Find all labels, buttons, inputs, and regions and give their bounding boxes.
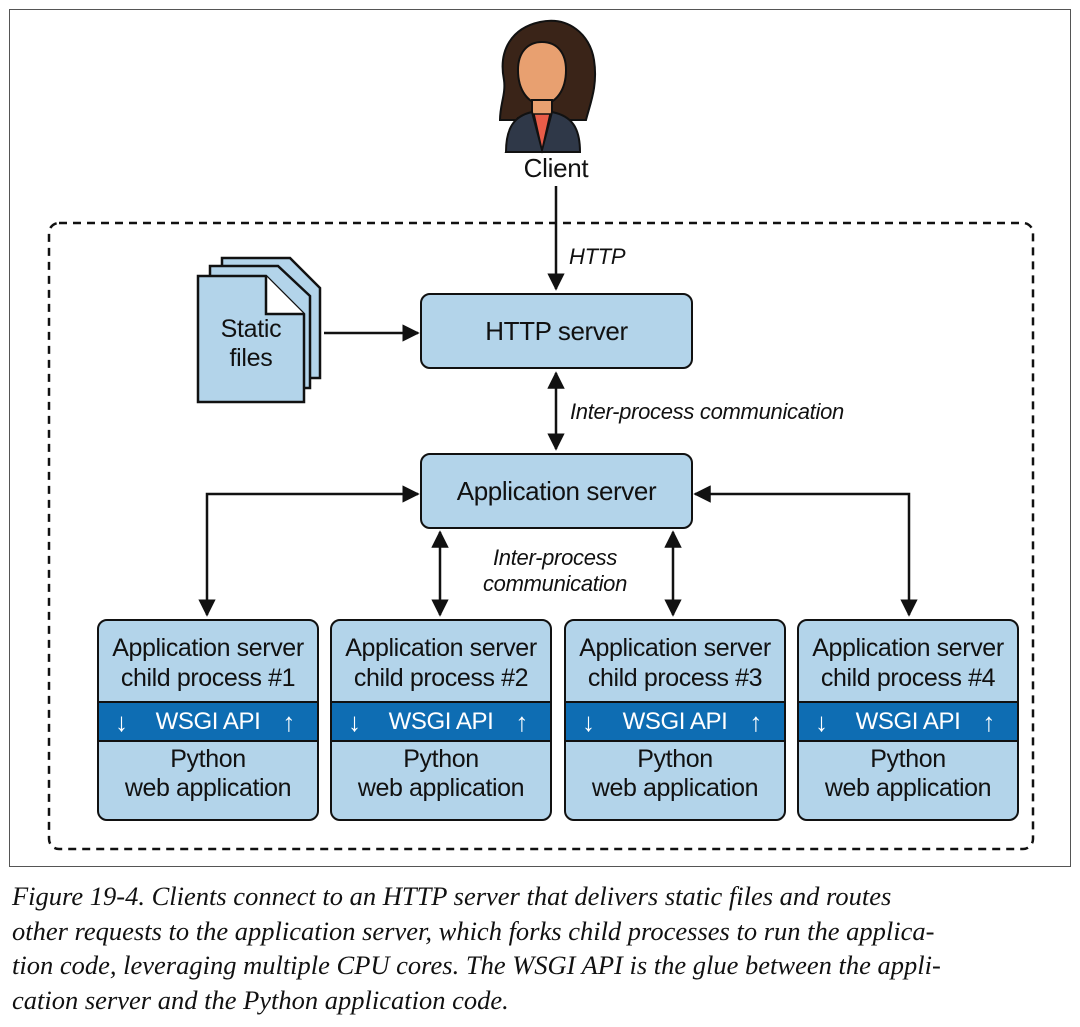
arrow-down-icon: ↓ — [115, 707, 128, 737]
arrow-up-icon: ↑ — [515, 707, 528, 737]
python-app-label: Python web application — [566, 745, 784, 803]
arrow-up-icon: ↑ — [749, 707, 762, 737]
child-process-node: Application server child process #3 ↓ WS… — [564, 619, 786, 821]
caption-line: other requests to the application server… — [12, 915, 935, 946]
static-files-line2: files — [229, 344, 273, 372]
http-edge-label: HTTP — [569, 244, 626, 269]
child-process-node: Application server child process #4 ↓ WS… — [797, 619, 1019, 821]
python-app-line2: web application — [824, 774, 992, 802]
child-process-title: Application server child process #3 — [566, 633, 784, 693]
child-process-title: Application server child process #2 — [332, 633, 550, 693]
arrow-up-icon: ↑ — [282, 707, 295, 737]
child-process-node: Application server child process #2 ↓ WS… — [330, 619, 552, 821]
python-app-line1: Python — [637, 745, 713, 773]
figure-frame — [9, 9, 1071, 867]
server-boundary — [47, 221, 1035, 851]
child-title-line2: child process #1 — [120, 664, 296, 692]
static-files-label: Static files — [198, 315, 304, 373]
http-server-node: HTTP server — [420, 293, 693, 369]
app-to-child1-arrow — [198, 485, 420, 617]
child-process-node: Application server child process #1 ↓ WS… — [97, 619, 319, 821]
python-app-label: Python web application — [99, 745, 317, 803]
caption-line: tion code, leveraging multiple CPU cores… — [12, 950, 941, 980]
arrow-down-icon: ↓ — [582, 707, 595, 737]
app-to-child4-arrow — [693, 485, 918, 617]
figure-caption: Figure 19-4. Clients connect to an HTTP … — [12, 879, 1072, 1017]
python-app-line1: Python — [870, 745, 946, 773]
child-title-line1: Application server — [345, 634, 537, 662]
child-title-line2: child process #4 — [820, 664, 996, 692]
child-process-title: Application server child process #4 — [799, 633, 1017, 693]
arrow-down-icon: ↓ — [815, 707, 828, 737]
client-label: Client — [523, 153, 589, 183]
arrow-down-icon: ↓ — [348, 707, 361, 737]
wsgi-api-band: ↓ WSGI API ↑ — [332, 701, 550, 742]
wsgi-api-label: WSGI API — [622, 707, 728, 735]
child-process-title: Application server child process #1 — [99, 633, 317, 693]
diagram-canvas — [47, 19, 1035, 851]
child-title-line2: child process #3 — [587, 664, 763, 692]
python-app-line1: Python — [170, 745, 246, 773]
person-avatar-icon — [498, 19, 596, 154]
caption-line: Figure 19-4. Clients connect to an HTTP … — [12, 881, 892, 911]
ipc-edge-label-line1: Inter-process — [492, 545, 618, 570]
arrow-up-icon: ↑ — [982, 707, 995, 737]
child-title-line1: Application server — [579, 634, 771, 662]
wsgi-api-band: ↓ WSGI API ↑ — [99, 701, 317, 742]
child-title-line2: child process #2 — [353, 664, 529, 692]
ipc-edge-label-line2: communication — [482, 571, 628, 596]
python-app-line2: web application — [357, 774, 525, 802]
child-title-line1: Application server — [812, 634, 1004, 662]
child-title-line1: Application server — [112, 634, 304, 662]
static-files-line1: Static — [220, 315, 282, 343]
wsgi-api-label: WSGI API — [855, 707, 961, 735]
python-app-line2: web application — [124, 774, 292, 802]
document-stack-icon — [196, 256, 322, 404]
caption-line: cation server and the Python application… — [12, 984, 509, 1015]
python-app-line1: Python — [403, 745, 479, 773]
wsgi-api-band: ↓ WSGI API ↑ — [799, 701, 1017, 742]
python-app-label: Python web application — [332, 745, 550, 803]
wsgi-api-band: ↓ WSGI API ↑ — [566, 701, 784, 742]
wsgi-api-label: WSGI API — [155, 707, 261, 735]
python-app-line2: web application — [591, 774, 759, 802]
ipc-edge-label: Inter-process communication — [570, 399, 844, 424]
application-server-node: Application server — [420, 453, 693, 529]
python-app-label: Python web application — [799, 745, 1017, 803]
wsgi-api-label: WSGI API — [388, 707, 494, 735]
